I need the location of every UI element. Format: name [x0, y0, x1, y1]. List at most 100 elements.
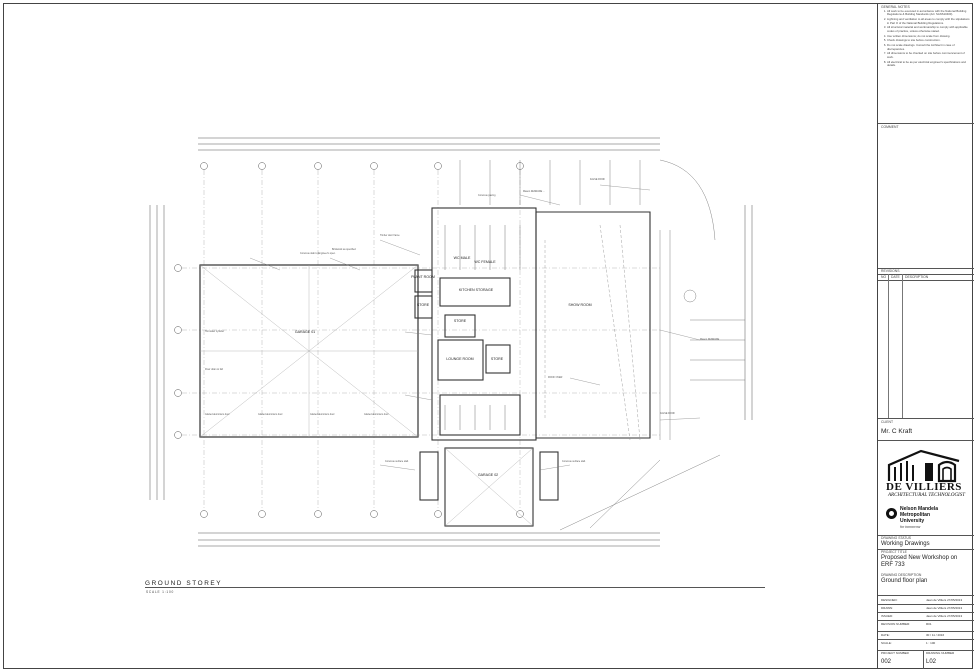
numbers-section [878, 650, 974, 651]
svg-text:Brickwork as specified: Brickwork as specified [332, 248, 356, 251]
room-label-kitchen: KITCHEN STORAGE [459, 288, 494, 292]
drawing-number: L02 [926, 659, 937, 665]
revisions-header-bottom [878, 280, 974, 281]
room-label-store1: STORE [454, 319, 467, 323]
issued-value: Jaan de Villiers 27/05/2013 [926, 614, 963, 618]
university-line: Nelson Mandela [900, 506, 939, 512]
status-heading: DRAWING STATUS [881, 536, 912, 540]
drawing-status: Working Drawings [881, 541, 930, 547]
drawing-number-label: DRAWING NUMBER [926, 651, 955, 655]
svg-text:Glazed aluminium door: Glazed aluminium door [310, 413, 335, 416]
svg-text:ROOF OVER: ROOF OVER [548, 376, 563, 379]
comment-heading: COMMENT [881, 125, 899, 129]
firm-logo [881, 445, 971, 505]
plan-scale: SCALE 1:100 [146, 590, 175, 594]
room-label-store2: STORE [491, 357, 504, 361]
row-rule [878, 639, 974, 640]
university-line: University [900, 518, 925, 524]
room-label-lounge: LOUNGE ROOM [446, 357, 473, 361]
scale-value: 1 : 100 [926, 641, 936, 645]
issued-label: ISSUED: [881, 614, 894, 618]
date-value: 30 / 11 / 2016 [926, 633, 945, 637]
title-block: GENERAL NOTES All work to be executed in… [877, 3, 974, 669]
svg-text:Concrete surface slab: Concrete surface slab [385, 460, 409, 463]
svg-text:Mason ZENRADE: Mason ZENRADE [700, 338, 720, 341]
logo-section [878, 440, 974, 441]
svg-text:Concrete paving: Concrete paving [478, 194, 496, 197]
project-title: Proposed New Workshop on ERF 733 [881, 555, 958, 568]
room-label-wc-f: WC FEMALE [474, 260, 496, 264]
svg-text:Glazed aluminium door: Glazed aluminium door [205, 413, 230, 416]
revisions-divider [902, 274, 903, 418]
svg-text:Concrete surface slab: Concrete surface slab [562, 460, 586, 463]
notes-heading: GENERAL NOTES [881, 5, 910, 9]
room-label-show: SHOW ROOM [568, 303, 591, 307]
svg-text:Concrete slab to Engineer's sp: Concrete slab to Engineer's spec. [300, 252, 336, 255]
note-item: Lightning and ventilation to all areas t… [887, 18, 971, 25]
university-line: Metropolitan [900, 512, 930, 518]
client-heading: CLIENT [881, 420, 894, 424]
date-section [878, 631, 974, 632]
drawing-description: Ground floor plan [881, 578, 928, 584]
note-item: Check drawings to site before constructi… [887, 38, 971, 42]
university-tagline: for tomorrow [900, 525, 921, 529]
project-number-label: PROJECT NUMBER [881, 651, 909, 655]
revisions-col-date: DATE [891, 275, 900, 279]
revisions-heading: REVISIONS [881, 269, 900, 273]
room-label-store3: STORE [417, 303, 430, 307]
revisions-header-rule [878, 274, 974, 275]
general-notes: All work to be executed in accordance wi… [881, 9, 971, 69]
note-item: Do not scale drawings. Consult the Archi… [887, 44, 971, 51]
svg-text:Hot water cylinder: Hot water cylinder [205, 330, 224, 333]
floor-plan: Concrete slab to Engineer's spec. Brickw… [149, 137, 753, 547]
svg-text:Mason ZENRADE ...: Mason ZENRADE ... [523, 190, 545, 193]
sheet-border [3, 3, 973, 669]
revisions-section [878, 268, 974, 269]
designed-value: Jaan de Villiers 27/05/2013 [926, 598, 963, 602]
svg-text:Glazed aluminium door: Glazed aluminium door [364, 413, 389, 416]
drawn-label: DRAWN: [881, 606, 894, 610]
revisions-col-no: NO [881, 275, 887, 279]
svg-text:Floor drain to fall: Floor drain to fall [205, 368, 223, 371]
svg-text:FALSE ROOF: FALSE ROOF [660, 412, 676, 415]
note-item: All work to be executed in accordance wi… [887, 9, 971, 17]
row-rule [878, 604, 974, 605]
university-emblem-icon [886, 508, 897, 519]
plan-caption: GROUND STOREY [145, 580, 223, 587]
firm-subtitle: ARCHITECTURAL TECHNOLOGIST [888, 493, 966, 498]
scale-label: SCALE: [881, 641, 892, 645]
row-rule [878, 620, 974, 621]
revisions-col-desc: DESCRIPTION [905, 275, 929, 279]
project-number: 002 [881, 659, 892, 665]
revision-label: REVISION NUMBER: [881, 622, 911, 626]
svg-text:Glazed aluminium door: Glazed aluminium door [258, 413, 283, 416]
comment-section [878, 123, 974, 124]
client-name: Mr. C Kraft [881, 428, 913, 435]
caption-underline [145, 587, 765, 588]
revision-value: R01 [926, 622, 932, 626]
note-item: All electrical to be as per electrical e… [887, 60, 971, 68]
room-label-garage1: GARAGE 01 [295, 330, 315, 334]
room-label-garage2: GARAGE 02 [478, 473, 498, 477]
note-item: All dimensions to be checked on site bef… [887, 52, 971, 59]
desc-heading: DRAWING DESCRIPTION [881, 573, 922, 577]
numbers-divider [923, 650, 924, 669]
people-section [878, 595, 974, 596]
note-item: All structural material and workmanship … [887, 26, 971, 33]
svg-text:FALSE ROOF: FALSE ROOF [590, 178, 606, 181]
firm-name: DE VILLIERS [886, 481, 962, 493]
client-section [878, 418, 974, 419]
room-label-plant: PLANT ROOM [411, 275, 435, 279]
revisions-divider [888, 274, 889, 418]
project-heading: PROJECT TITLE [881, 550, 907, 554]
status-section [878, 535, 974, 536]
date-label: DATE: [881, 633, 890, 637]
university-name: Nelson Mandela Metropolitan University [900, 506, 938, 524]
designed-label: DESIGNED: [881, 598, 898, 602]
svg-text:Timber door frame: Timber door frame [380, 234, 400, 237]
note-item: Use written dimensions; do not scale fro… [887, 34, 971, 38]
row-rule [878, 612, 974, 613]
drawn-value: Jaan de Villiers 27/05/2013 [926, 606, 963, 610]
room-label-wc-m: WC MALE [454, 256, 471, 260]
